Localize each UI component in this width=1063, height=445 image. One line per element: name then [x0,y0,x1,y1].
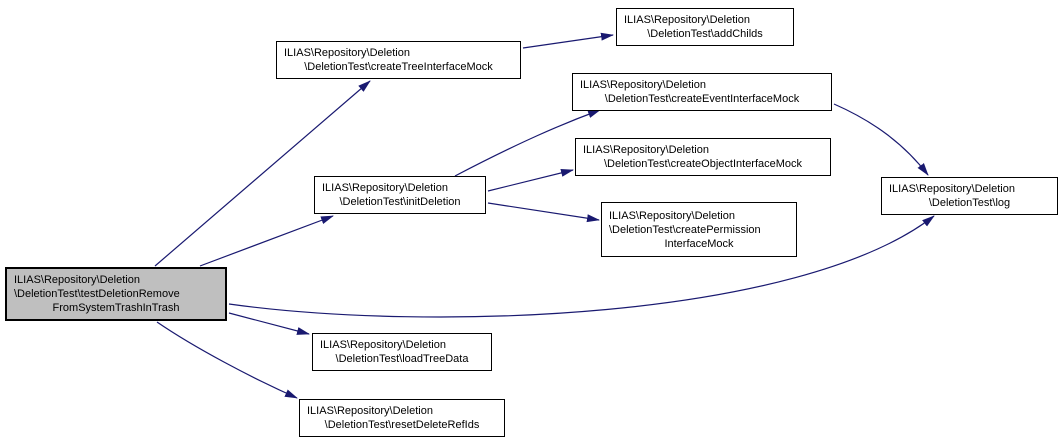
node-addChilds[interactable]: ILIAS\Repository\Deletion \DeletionTest\… [616,8,794,46]
node-label-line: ILIAS\Repository\Deletion [322,182,448,194]
edge-test-to-initDeletion [199,215,334,267]
node-label-line: \DeletionTest\resetDeleteRefIds [324,419,480,431]
node-label-line: ILIAS\Repository\Deletion [609,209,735,222]
edge-createEventInterfaceMock-to-log [833,103,929,176]
edge-initDeletion-to-createObjectInterfaceMock [487,168,574,192]
node-createPermissionInterfaceMock[interactable]: ILIAS\Repository\Deletion \DeletionTest\… [601,202,797,257]
node-label-line: \DeletionTest\testDeletionRemove [14,288,180,300]
node-label-line: \DeletionTest\createEventInterfaceMock [604,93,800,105]
node-log[interactable]: ILIAS\Repository\Deletion \DeletionTest\… [881,177,1058,215]
node-label-line: \DeletionTest\addChilds [647,28,763,40]
node-label-line: FromSystemTrashInTrash [52,302,180,314]
node-loadTreeData[interactable]: ILIAS\Repository\Deletion \DeletionTest\… [312,333,492,371]
node-label-line: ILIAS\Repository\Deletion [284,47,410,59]
node-createEventInterfaceMock[interactable]: ILIAS\Repository\Deletion \DeletionTest\… [572,73,832,111]
edge-createTreeInterfaceMock-to-addChilds [522,32,614,49]
edge-test-to-createTreeInterfaceMock [154,80,371,267]
node-label-line: \DeletionTest\createPermission [609,223,761,236]
node-label-line: ILIAS\Repository\Deletion [14,274,140,286]
node-testDeletionRemoveFromSystemTrashInTrash[interactable]: ILIAS\Repository\Deletion \DeletionTest\… [5,267,227,321]
edge-initDeletion-to-createPermissionInterfaceMock [487,202,600,223]
node-label-line: \DeletionTest\log [928,197,1011,209]
node-resetDeleteRefIds[interactable]: ILIAS\Repository\Deletion \DeletionTest\… [299,399,505,437]
node-label-line: ILIAS\Repository\Deletion [583,144,709,156]
node-label-line: InterfaceMock [664,237,734,250]
node-label-line: ILIAS\Repository\Deletion [307,405,433,417]
node-label-line: ILIAS\Repository\Deletion [580,79,706,91]
node-label-line: \DeletionTest\createTreeInterfaceMock [304,61,493,73]
node-createObjectInterfaceMock[interactable]: ILIAS\Repository\Deletion \DeletionTest\… [575,138,831,176]
edge-test-to-resetDeleteRefIds [156,321,298,399]
node-initDeletion[interactable]: ILIAS\Repository\Deletion \DeletionTest\… [314,176,486,214]
node-label-line: \DeletionTest\initDeletion [339,196,461,208]
node-createTreeInterfaceMock[interactable]: ILIAS\Repository\Deletion \DeletionTest\… [276,41,521,79]
edge-test-to-loadTreeData [228,312,310,335]
node-label-line: \DeletionTest\loadTreeData [335,353,469,365]
node-label-line: ILIAS\Repository\Deletion [624,14,750,26]
node-label-line: ILIAS\Repository\Deletion [320,339,446,351]
node-label-line: ILIAS\Repository\Deletion [889,183,1015,195]
edge-initDeletion-to-createEventInterfaceMock [454,109,601,177]
edge-test-to-log [228,215,935,318]
node-label-line: \DeletionTest\createObjectInterfaceMock [603,158,803,170]
